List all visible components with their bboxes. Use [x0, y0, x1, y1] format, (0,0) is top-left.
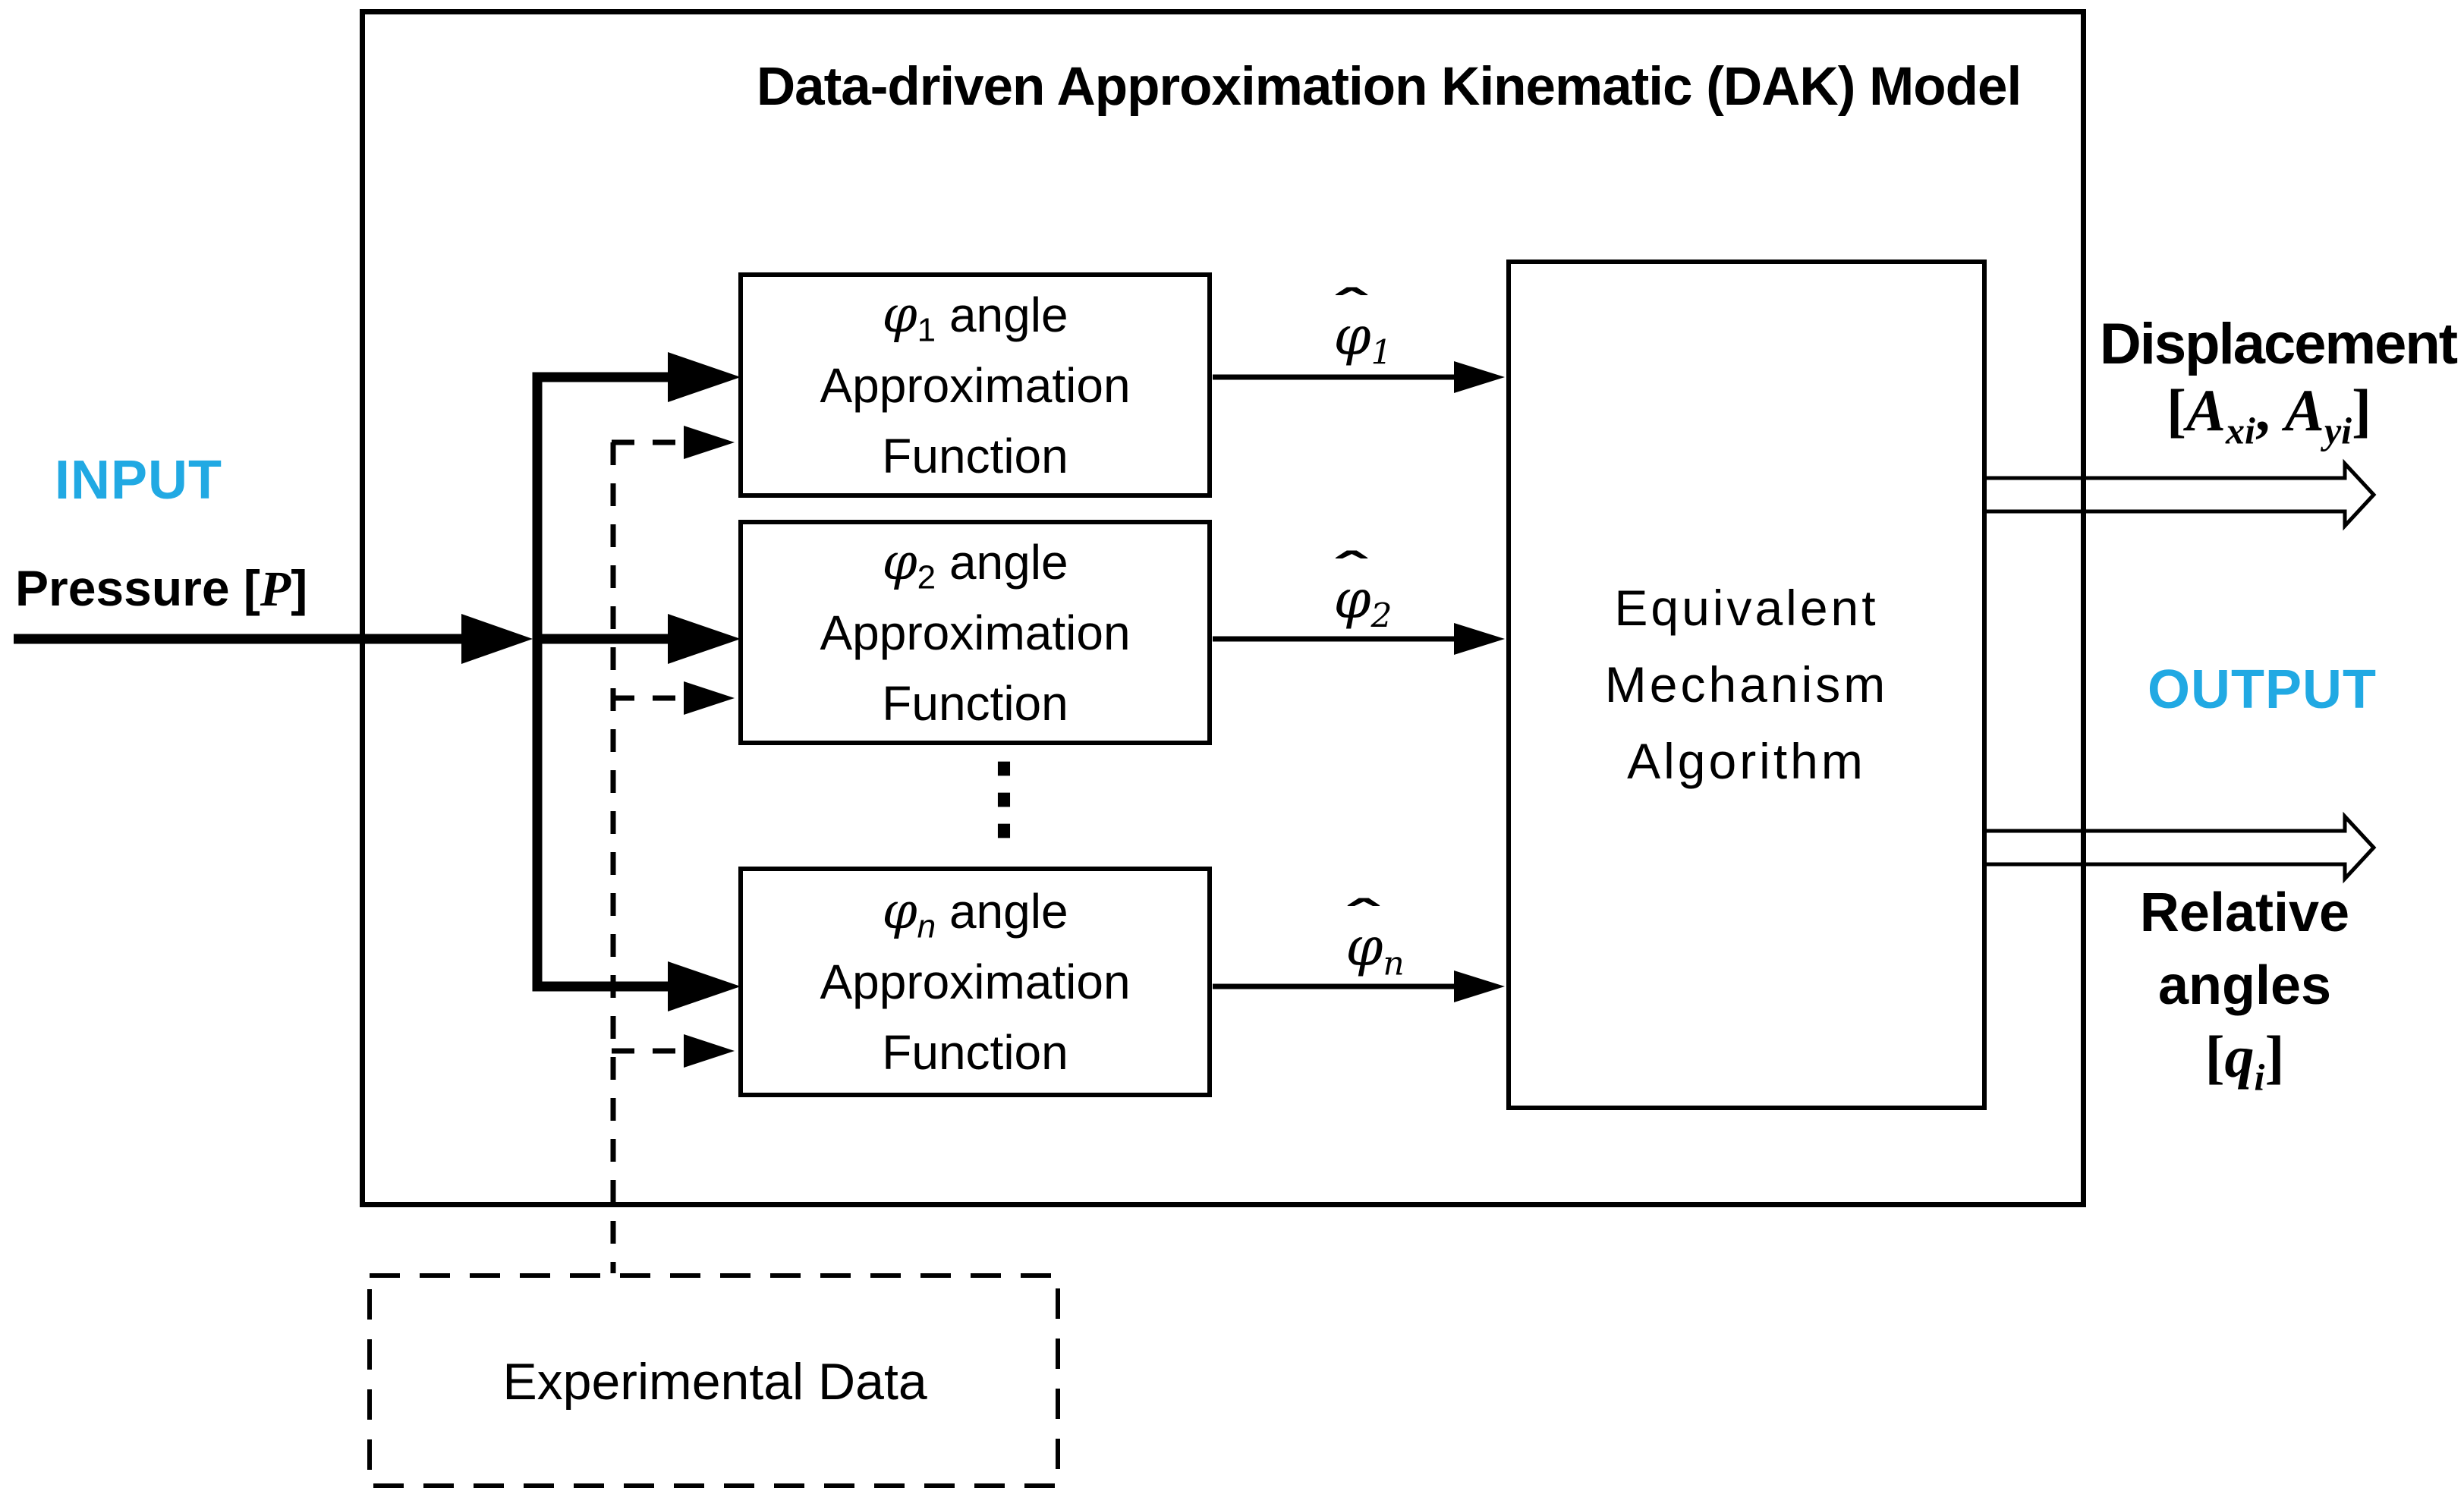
phi-subscript: 2: [1370, 596, 1392, 636]
angle-word: angle: [936, 884, 1068, 939]
axi-subscript: xi: [2226, 409, 2255, 452]
hat-accent: ˆ: [1335, 544, 1366, 596]
ema-line2: Mechanism: [1604, 656, 1889, 713]
hat-accent: ˆ: [1347, 892, 1377, 944]
pressure-prefix: Pressure [: [15, 560, 260, 616]
function-word: Function: [882, 428, 1068, 483]
phi-symbol: φ: [1345, 916, 1383, 978]
equivalent-mechanism-algorithm-label: Equivalent Mechanism Algorithm: [1605, 570, 1888, 800]
pressure-variable: P: [260, 562, 291, 617]
function-word: Function: [882, 675, 1068, 731]
ema-line1: Equivalent: [1614, 580, 1879, 636]
input-tag: INPUT: [55, 450, 222, 511]
phi2-hat-arrow: [1213, 623, 1505, 655]
separator: ,: [2255, 377, 2285, 443]
phin-hat-arrow: [1213, 970, 1505, 1002]
angle-word: angle: [936, 534, 1068, 590]
function-word: Function: [882, 1025, 1068, 1080]
q-variable: q: [2224, 1024, 2255, 1090]
approximation-function-label-1: φ1 angle Approximation Function: [820, 279, 1130, 492]
more-functions-ellipsis: ⋮: [958, 746, 1049, 848]
branch-arrow-phin: [533, 961, 741, 1011]
branch-arrow-phi2: [542, 614, 741, 664]
phi-symbol: φ: [882, 882, 917, 940]
branch-trunk-line: [532, 372, 543, 992]
approximation-word: Approximation: [820, 605, 1131, 660]
phi-symbol: φ: [1333, 568, 1371, 631]
bracket-close: ]: [2352, 377, 2372, 443]
phi-symbol: φ: [882, 532, 917, 591]
approximation-word: Approximation: [820, 357, 1131, 413]
output-tag: OUTPUT: [2148, 659, 2377, 720]
ayi-subscript: yi: [2324, 409, 2352, 452]
displacement-vector-label: [Axi, Ayi]: [2166, 376, 2372, 450]
branch-arrow-phi1: [533, 352, 741, 402]
dashed-arrow-phi2: [612, 681, 735, 715]
pressure-suffix: ]: [291, 560, 308, 616]
phi-subscript: 1: [917, 310, 936, 348]
bracket-open: [: [2204, 1024, 2225, 1090]
relative-word: Relative: [2139, 882, 2350, 943]
dashed-arrow-phin: [612, 1034, 735, 1068]
bracket-open: [: [2166, 377, 2186, 443]
phi-subscript: n: [917, 908, 936, 945]
approximation-function-box-2: φ2 angle Approximation Function: [738, 520, 1212, 745]
diagram-title: Data-driven Approximation Kinematic (DAK…: [756, 57, 2022, 117]
phi-subscript: 2: [917, 558, 936, 596]
phi-subscript: n: [1383, 944, 1405, 983]
approximation-function-label-n: φn angle Approximation Function: [820, 876, 1130, 1088]
approximation-function-box-1: φ1 angle Approximation Function: [738, 272, 1212, 498]
relative-angles-vector-label: [qi]: [2204, 1023, 2285, 1096]
angle-word: angle: [936, 287, 1068, 342]
equivalent-mechanism-algorithm-box: Equivalent Mechanism Algorithm: [1506, 260, 1987, 1110]
input-pressure-arrow: [14, 614, 533, 664]
ema-line3: Algorithm: [1627, 733, 1866, 789]
ayi-variable: A: [2284, 377, 2324, 443]
experimental-data-label: Experimental Data: [502, 1353, 927, 1411]
hat-accent: ˆ: [1335, 281, 1366, 333]
dashed-arrow-phi1: [612, 426, 735, 459]
bracket-close: ]: [2264, 1024, 2285, 1090]
phi-symbol: φ: [1333, 305, 1371, 367]
phi1-hat-arrow: [1213, 361, 1505, 393]
phi-subscript: 1: [1370, 333, 1392, 373]
displacement-label: Displacement: [2099, 312, 2458, 376]
dak-model-box: [360, 9, 2086, 1207]
approximation-word: Approximation: [820, 955, 1131, 1009]
q-subscript: i: [2254, 1055, 2265, 1099]
approximation-function-label-2: φ2 angle Approximation Function: [820, 527, 1130, 739]
axi-variable: A: [2186, 377, 2226, 443]
angles-word: angles: [2157, 955, 2332, 1016]
pressure-label: Pressure [P]: [15, 560, 307, 618]
phi-symbol: φ: [882, 285, 917, 344]
approximation-function-box-n: φn angle Approximation Function: [738, 867, 1212, 1097]
